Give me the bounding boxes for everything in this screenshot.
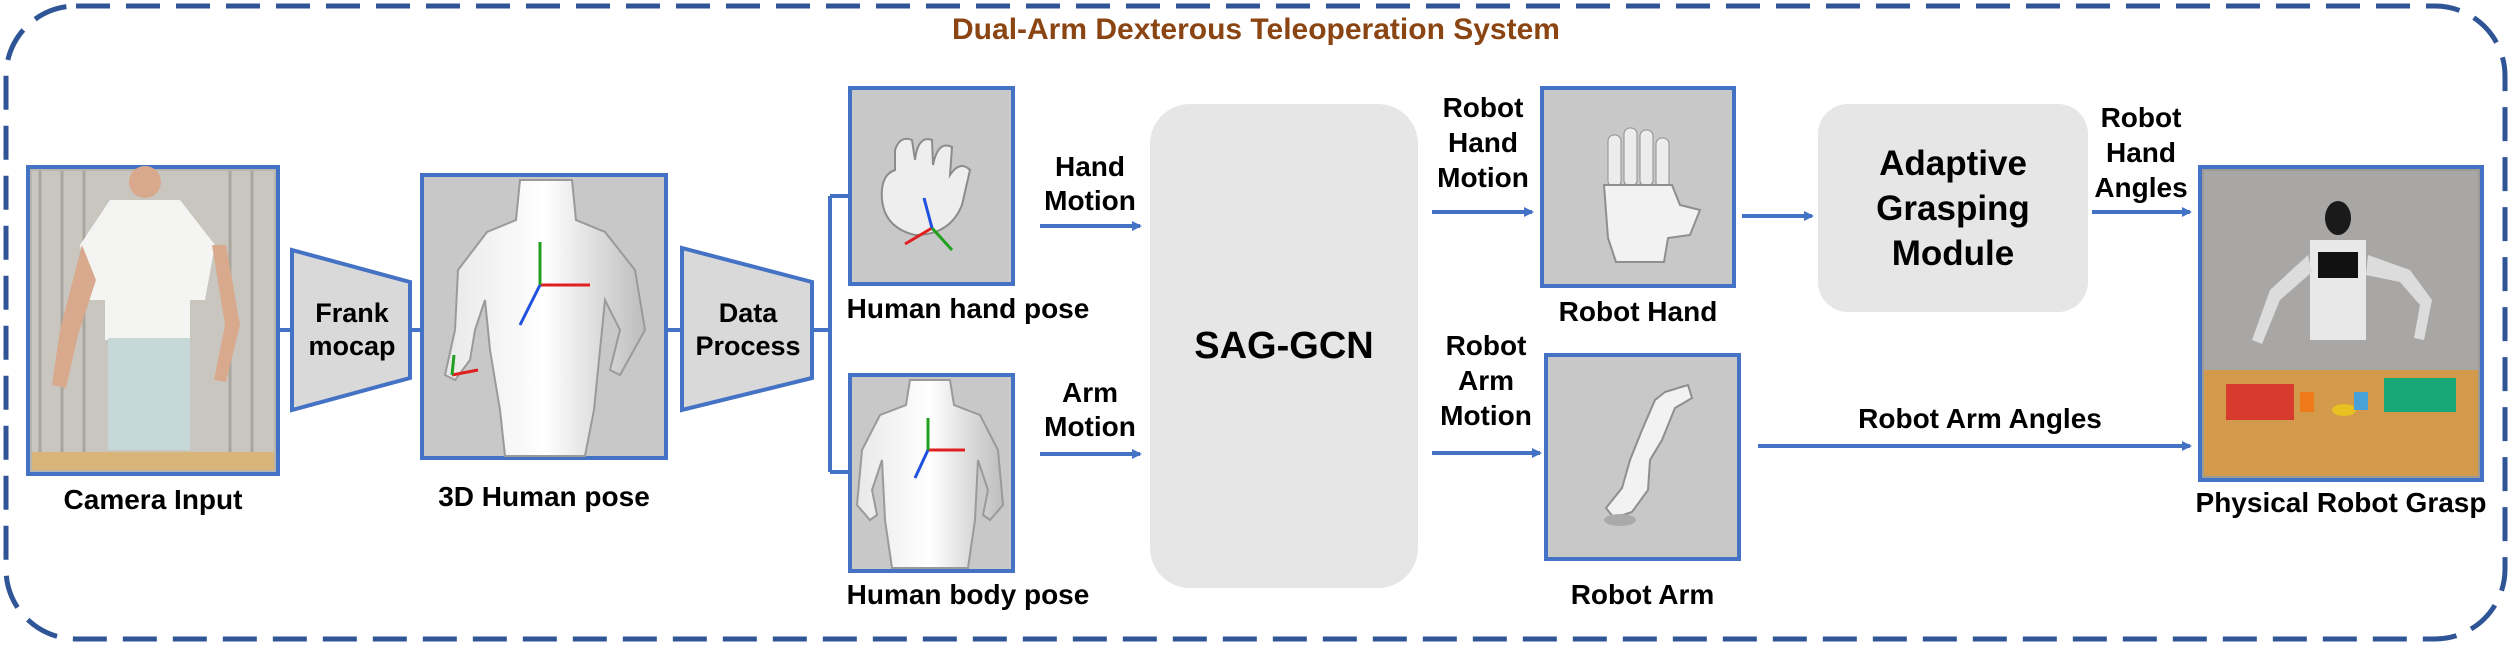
diagram-title: Dual-Arm Dexterous Teleoperation System: [952, 13, 1560, 46]
human-hand-image: [848, 86, 1015, 286]
human-pose-3d-label: 3D Human pose: [438, 481, 650, 512]
physical-robot-label: Physical Robot Grasp: [2195, 487, 2487, 518]
human-body-pose-label: Human body pose: [846, 579, 1090, 610]
data-process-shape: [680, 245, 814, 413]
robot-hand-label: Robot Hand: [1558, 296, 1718, 327]
sag-gcn-label: SAG-GCN: [1194, 324, 1374, 367]
frank-mocap-label: Frank mocap: [308, 298, 396, 361]
human-hand-pose-label: Human hand pose: [846, 293, 1090, 324]
camera-input-image: [26, 165, 280, 476]
physical-robot-image: [2198, 165, 2484, 482]
robot-arm-angles-label: Robot Arm Angles: [1858, 403, 2102, 434]
sag-gcn-block: [1150, 104, 1418, 588]
outer-frame: [3, 3, 2508, 642]
robot-hand-angles-label: Robot Hand Angles: [2094, 101, 2188, 203]
robot-arm-motion-label: Robot Arm Motion: [1440, 329, 1532, 431]
robot-hand-motion-label: Robot Hand Motion: [1437, 91, 1529, 193]
robot-arm-label: Robot Arm: [1570, 579, 1715, 610]
hand-motion-label: Hand Motion: [1044, 151, 1136, 216]
adaptive-grasping-block: [1818, 104, 2088, 312]
adaptive-grasping-label: Adaptive Grasping Module: [1876, 143, 2030, 273]
robot-arm-image: [1544, 353, 1741, 561]
robot-hand-image: [1540, 86, 1736, 288]
data-process-label: Data Process: [695, 298, 801, 361]
arm-motion-label: Arm Motion: [1044, 377, 1136, 442]
frank-mocap-shape: [290, 247, 412, 413]
human-pose-3d-image: [420, 173, 668, 460]
split-bracket: [812, 194, 848, 474]
camera-input-label: Camera Input: [63, 484, 243, 515]
human-body-image: [848, 373, 1015, 573]
